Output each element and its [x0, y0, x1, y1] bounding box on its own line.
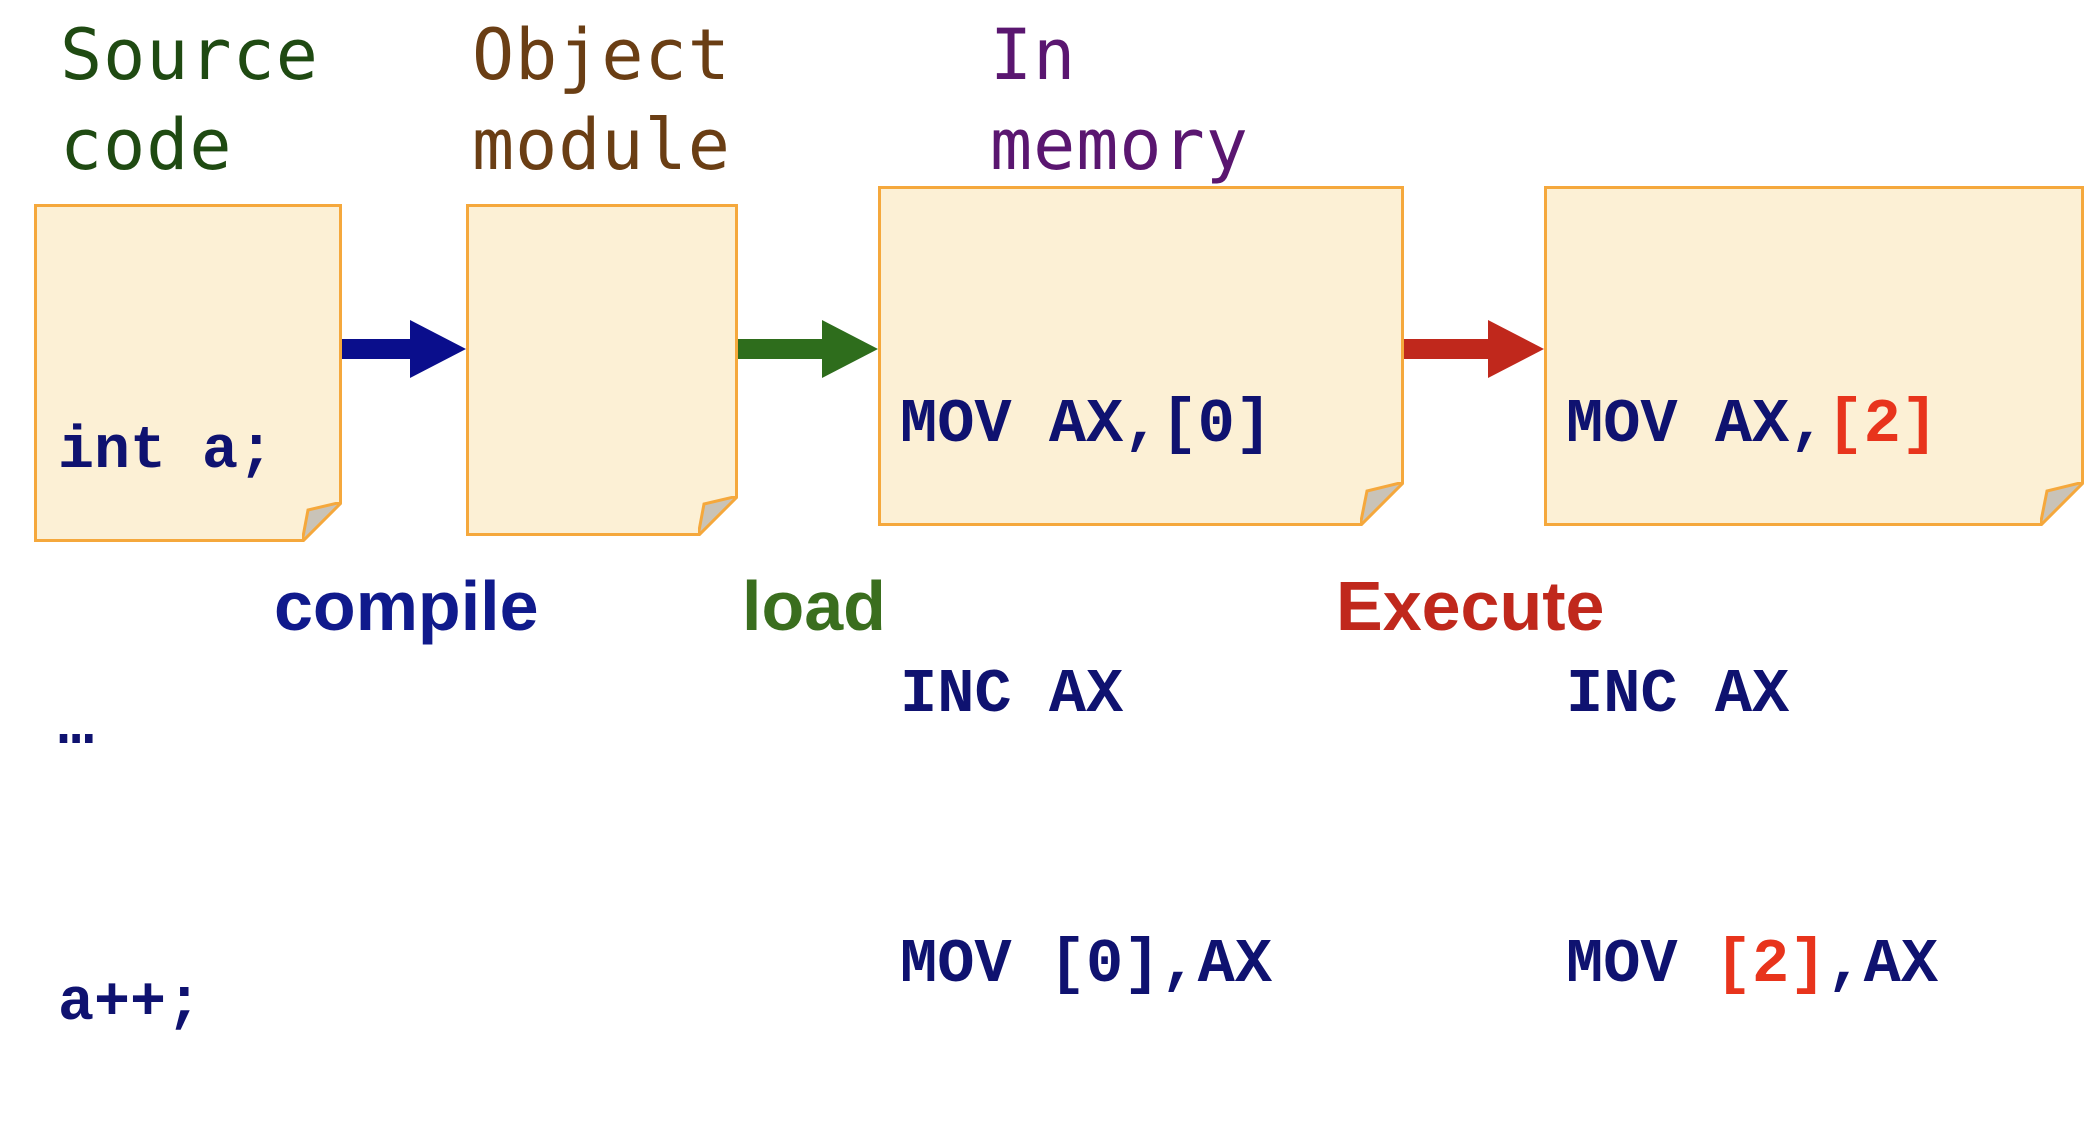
- heading-memory-line2: memory: [990, 104, 1249, 186]
- in-memory-code: MOV AX,[0] INC AX MOV [0],AX: [900, 200, 1272, 1100]
- source-line: int a;: [58, 418, 275, 486]
- exec-line-2: INC AX: [1566, 659, 1790, 730]
- execute-arrow-icon: [1404, 320, 1544, 378]
- in-memory-note: [878, 186, 1404, 526]
- exec-line-3: MOV [2],AX: [1566, 920, 1938, 1010]
- exec-line-3-highlight: [2]: [1714, 929, 1827, 1000]
- exec-line-1: MOV AX,[2]: [1566, 380, 1938, 470]
- memory-line: INC AX: [900, 659, 1124, 730]
- page-curl-icon: [2040, 482, 2084, 526]
- execute-label: Execute: [1336, 567, 1605, 645]
- compile-arrow-icon: [342, 320, 466, 378]
- load-arrow-icon: [738, 320, 878, 378]
- exec-line-1-highlight: [2]: [1826, 389, 1939, 460]
- load-label: load: [742, 567, 886, 645]
- compile-label: compile: [274, 567, 539, 645]
- source-code-text: int a; … a++;: [58, 222, 274, 1142]
- heading-object-module: Object module: [472, 10, 731, 190]
- memory-line: MOV [0],AX: [900, 929, 1273, 1000]
- object-module-note: [466, 204, 738, 536]
- page-curl-icon: [1360, 482, 1404, 526]
- heading-object-line1: Object: [472, 14, 731, 96]
- execute-note: [1544, 186, 2084, 526]
- heading-source-line2: code: [60, 104, 233, 186]
- heading-source-line1: Source: [60, 14, 319, 96]
- page-curl-icon: [302, 502, 342, 542]
- exec-line-1-prefix: MOV AX,: [1566, 389, 1827, 460]
- source-line: …: [58, 694, 95, 762]
- exec-line-3-suffix: ,AX: [1826, 929, 1939, 1000]
- heading-source-code: Source code: [60, 10, 319, 190]
- exec-line-3-prefix: MOV: [1566, 929, 1715, 1000]
- execute-code: MOV AX,[2] INC AX MOV [2],AX: [1566, 200, 1938, 1100]
- source-line: a++;: [58, 970, 203, 1038]
- source-code-note: [34, 204, 342, 542]
- heading-memory-line1: In: [990, 14, 1077, 96]
- heading-in-memory: In memory: [990, 10, 1249, 190]
- heading-object-line2: module: [472, 104, 731, 186]
- memory-line: MOV AX,[0]: [900, 389, 1273, 460]
- page-curl-icon: [698, 496, 738, 536]
